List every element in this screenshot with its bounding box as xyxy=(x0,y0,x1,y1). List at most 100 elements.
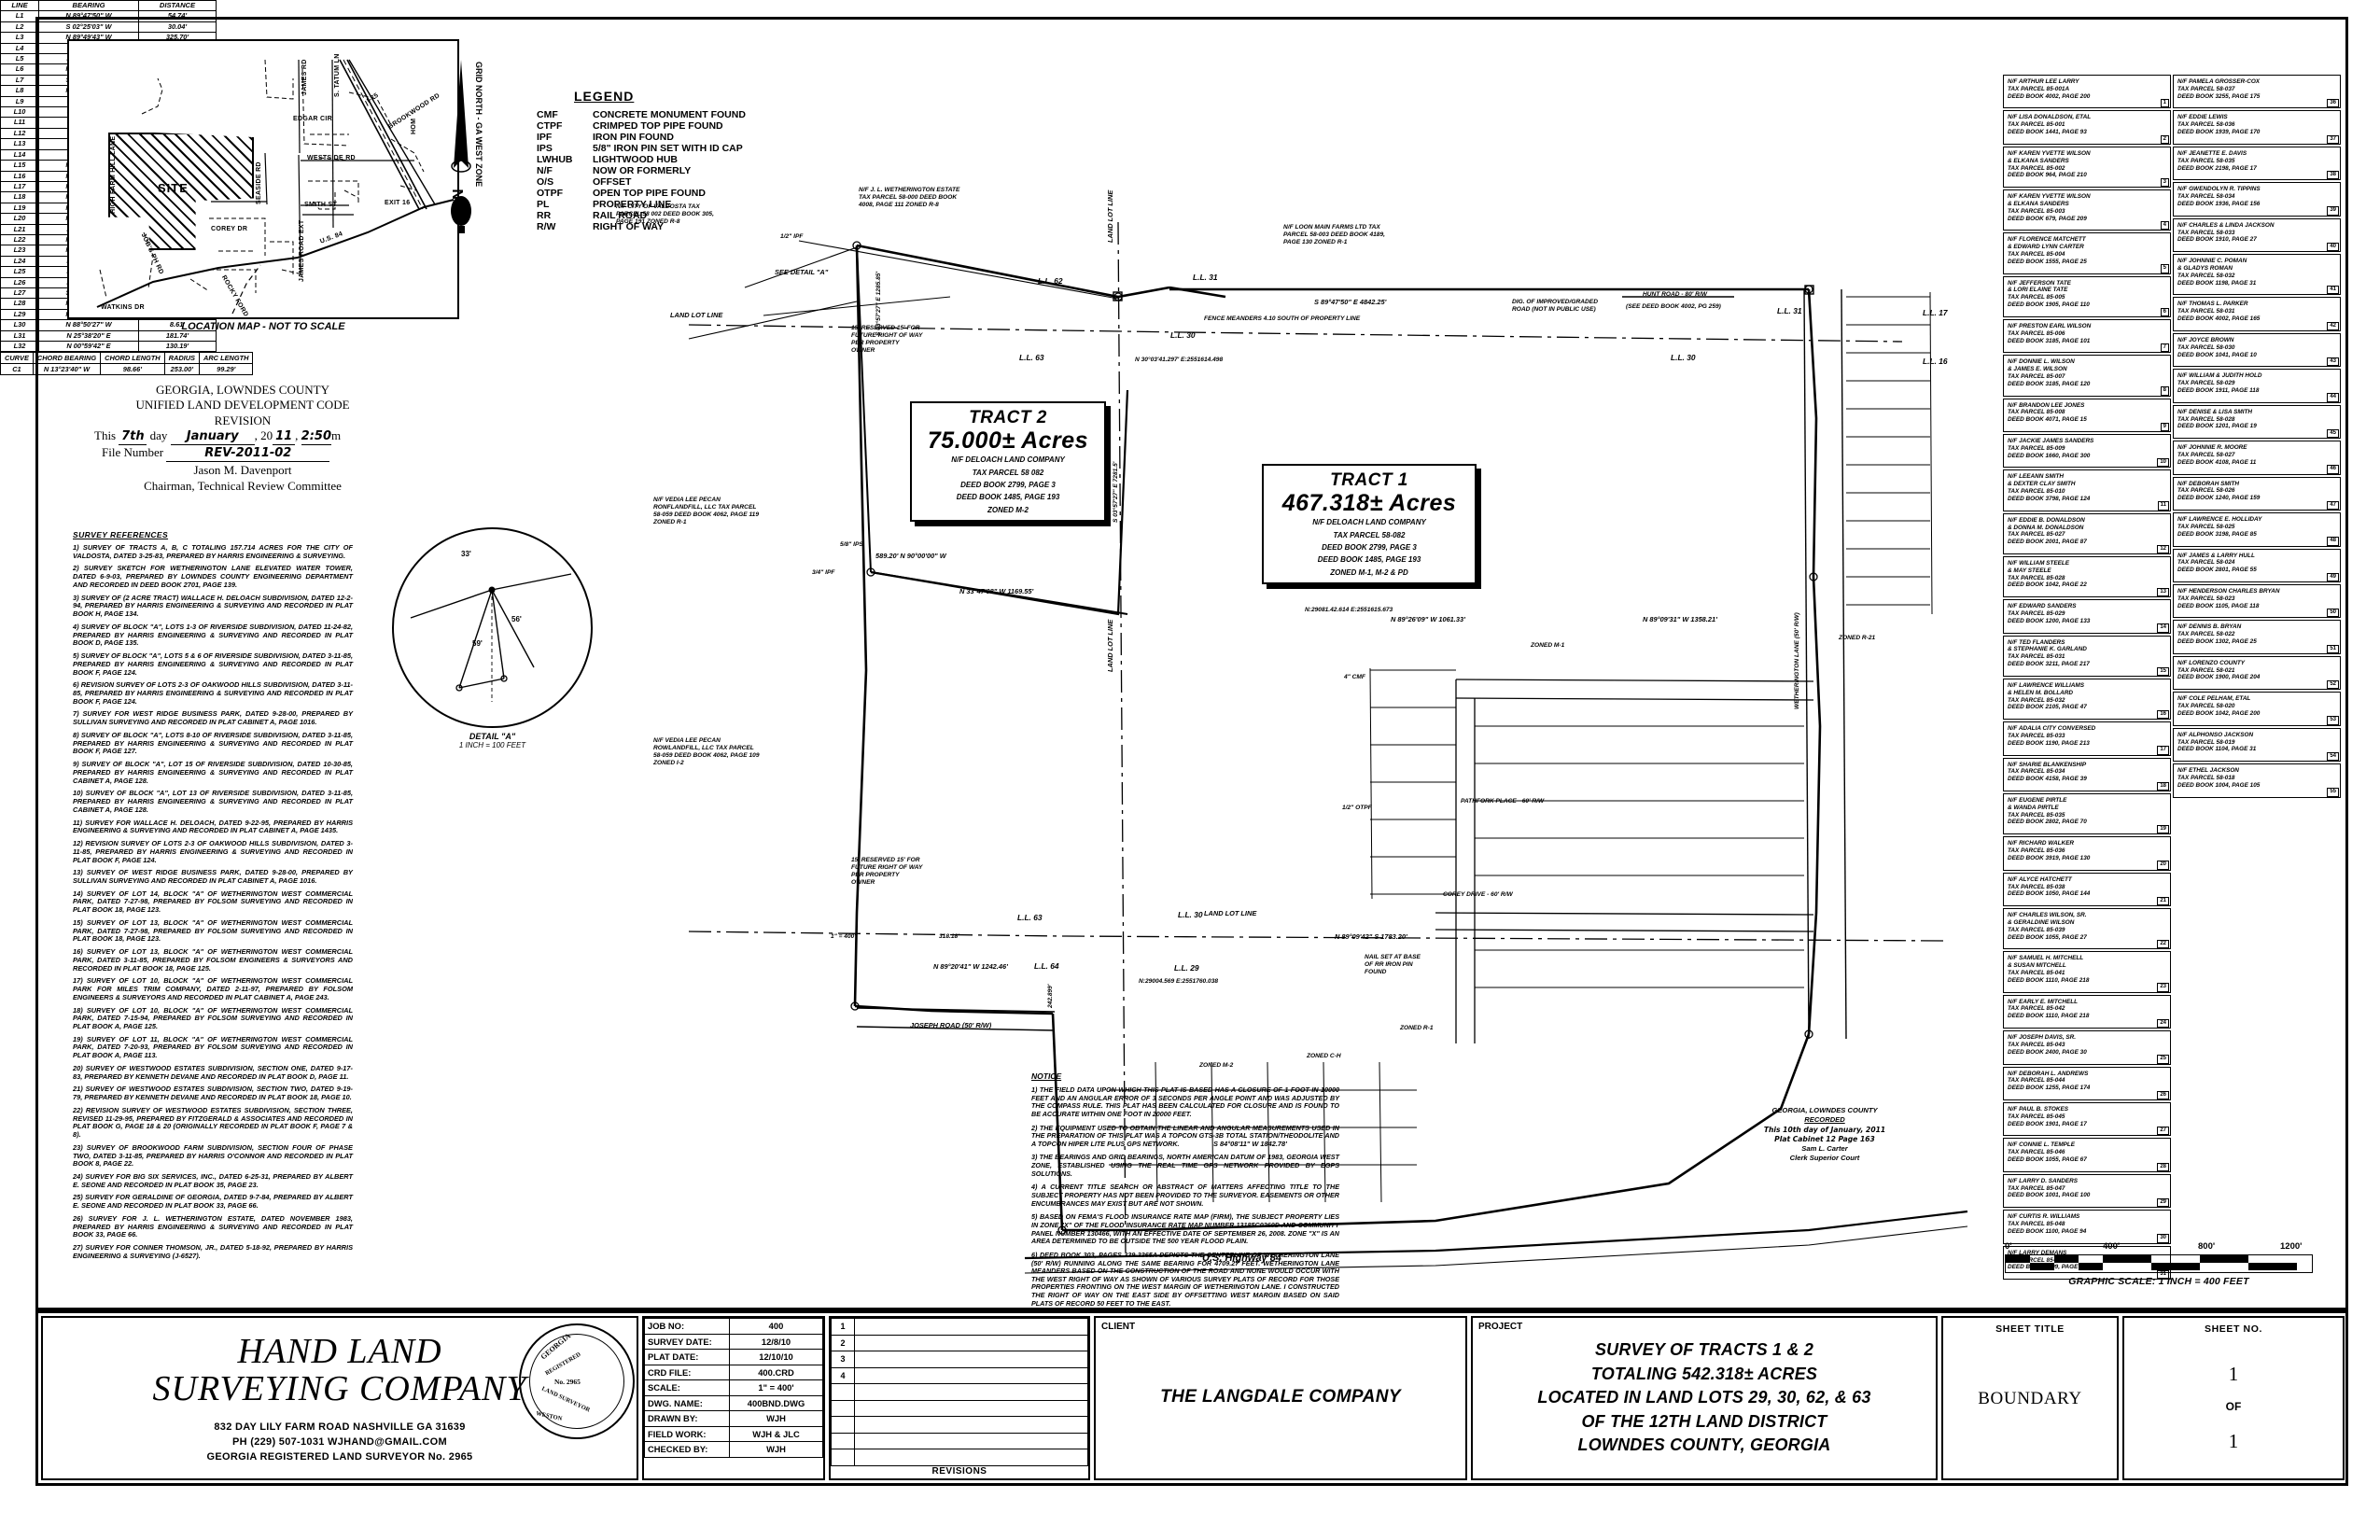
notice-item: 5) BASED ON FEMA'S FLOOD INSURANCE RATE … xyxy=(1031,1212,1339,1246)
surveyor-seal: GEORGIA REGISTERED No. 2965 LAND SURVEYO… xyxy=(519,1323,635,1439)
tract-2-name: TRACT 2 xyxy=(969,408,1047,427)
revision-row[interactable] xyxy=(831,1383,1088,1401)
corey-drive-label: COREY DRIVE - 60' R/W xyxy=(1443,891,1513,898)
job-info-key: SCALE: xyxy=(644,1379,730,1396)
otpf-mark-1: 1/2" OTPF xyxy=(1342,805,1372,811)
owner-line: N/F JAMES & LARRY HULL xyxy=(2177,552,2255,559)
revision-row[interactable]: 2 xyxy=(831,1334,1088,1351)
owner-line: TAX PARCEL 85-038 xyxy=(2008,883,2065,890)
revision-text[interactable] xyxy=(854,1351,1088,1368)
project-line: LOCATED IN LAND LOTS 29, 30, 62, & 63 xyxy=(1537,1388,1871,1407)
owner-line: N/F JOHNNIE R. MOORE xyxy=(2177,444,2247,452)
revision-text[interactable] xyxy=(854,1449,1088,1466)
owner-line: & GLADYS ROMAN xyxy=(2177,265,2233,272)
revision-row[interactable]: 4 xyxy=(831,1366,1088,1384)
bearing-mid-2: N 89°09'31" W 1358.21' xyxy=(1643,615,1717,623)
location-map-linework xyxy=(96,59,455,315)
owner-line: N/F DENNIS B. BRYAN xyxy=(2177,623,2242,631)
tract-1-name: TRACT 1 xyxy=(1330,470,1408,490)
job-info-row: PLAT DATE:12/10/10 xyxy=(644,1349,823,1365)
project-line: OF THE 12TH LAND DISTRICT xyxy=(1581,1411,1827,1431)
company-name-line2: SURVEYING COMPANY xyxy=(152,1369,527,1408)
scale-tick-0: 0' xyxy=(2005,1241,2012,1252)
revision-text[interactable] xyxy=(854,1399,1088,1417)
revision-number xyxy=(831,1432,855,1449)
owner-parcel-number: 21 xyxy=(2157,896,2169,906)
owner-line: DEED BOOK 1001, PAGE 100 xyxy=(2008,1192,2091,1199)
owner-line: DEED BOOK 4108, PAGE 11 xyxy=(2177,458,2257,466)
sheet-no-of: OF xyxy=(2225,1400,2242,1413)
owner-line: DEED BOOK 4071, PAGE 15 xyxy=(2008,416,2087,424)
survey-reference-item: 16) SURVEY OF LOT 13, BLOCK "A" OF WETHE… xyxy=(73,947,353,973)
owner-line: N/F JACKIE JAMES SANDERS xyxy=(2008,438,2094,444)
owner-line: N/F COLE PELHAM, ETAL xyxy=(2177,695,2251,703)
owner-parcel-number: 26 xyxy=(2157,1090,2169,1099)
owner-line: DEED BOOK 1042, PAGE 22 xyxy=(2008,581,2087,589)
owner-parcel-number: 53 xyxy=(2327,716,2339,725)
legend-abbr: R/W xyxy=(537,221,556,232)
owner-line: DEED BOOK 1911, PAGE 118 xyxy=(2177,386,2260,394)
owner-line: DEED BOOK 1105, PAGE 118 xyxy=(2177,602,2260,609)
seal-number: No. 2965 xyxy=(554,1378,581,1386)
revision-text[interactable] xyxy=(854,1416,1088,1434)
revision-row[interactable] xyxy=(831,1416,1088,1434)
adjacent-parcel-vedia-1: N/F VEDIA LEE PECAN RONFLANDFILL, LLC TA… xyxy=(653,497,760,525)
sheet-title-label: SHEET TITLE xyxy=(1995,1323,2065,1335)
ulcd-signer: Jason M. Davenport xyxy=(193,463,292,478)
owner-parcel-number: 40 xyxy=(2327,242,2339,252)
owner-line: DEED BOOK 1200, PAGE 133 xyxy=(2008,617,2091,624)
owner-line: N/F THOMAS L. PARKER xyxy=(2177,301,2248,308)
owner-line: TAX PARCEL 85-033 xyxy=(2008,732,2065,739)
owner-parcel-number: 9 xyxy=(2160,422,2169,431)
revision-row[interactable]: 3 xyxy=(831,1351,1088,1368)
legend-abbr: PL xyxy=(537,199,550,210)
recorded-line5: Sam L. Carter xyxy=(1801,1144,1848,1153)
owner-line: N/F EDWARD SANDERS xyxy=(2008,603,2077,610)
revision-text[interactable] xyxy=(854,1334,1088,1351)
detail-a-angle-3: 56' xyxy=(511,615,522,623)
detail-a-scale: 1 INCH = 100 FEET xyxy=(458,741,526,749)
revision-row[interactable]: 1 xyxy=(831,1318,1088,1336)
revision-text[interactable] xyxy=(854,1432,1088,1449)
owner-parcel-number: 44 xyxy=(2327,393,2339,402)
owner-parcel-number: 25 xyxy=(2157,1055,2169,1064)
owner-line: TAX PARCEL 85-045 xyxy=(2008,1113,2065,1120)
zoned-m1-mark: ZONED M-1 xyxy=(1531,642,1565,649)
job-info-key: CHECKED BY: xyxy=(644,1441,730,1458)
owner-line: TAX PARCEL 85-046 xyxy=(2008,1149,2065,1156)
title-block-strip xyxy=(35,1310,2348,1486)
owner-parcel-number: 27 xyxy=(2157,1127,2169,1136)
owner-line: N/F CONNIE L. TEMPLE xyxy=(2008,1141,2076,1149)
legend-desc: 5/8" IRON PIN SET WITH ID CAP xyxy=(593,143,743,154)
owner-line: TAX PARCEL 85-001A xyxy=(2008,85,2070,92)
project-line: SURVEY OF TRACTS 1 & 2 xyxy=(1594,1340,1814,1359)
revision-row[interactable] xyxy=(831,1449,1088,1466)
owner-line: DEED BOOK 3185, PAGE 101 xyxy=(2008,337,2091,344)
survey-reference-item: 8) SURVEY OF BLOCK "A", LOTS 8-10 OF RIV… xyxy=(73,730,353,756)
legend-abbr: CTPF xyxy=(537,120,563,132)
project-line: TOTALING 542.318± ACRES xyxy=(1590,1364,1818,1383)
revision-text[interactable] xyxy=(854,1318,1088,1336)
revision-text[interactable] xyxy=(854,1383,1088,1401)
revision-row[interactable] xyxy=(831,1432,1088,1449)
revision-text[interactable] xyxy=(854,1366,1088,1384)
recorded-line2: RECORDED xyxy=(1804,1115,1845,1125)
legend-abbr: LWHUB xyxy=(537,154,573,165)
revision-number: 4 xyxy=(831,1366,855,1384)
line-table-cell: L30 xyxy=(0,319,39,331)
revision-row[interactable] xyxy=(831,1399,1088,1417)
